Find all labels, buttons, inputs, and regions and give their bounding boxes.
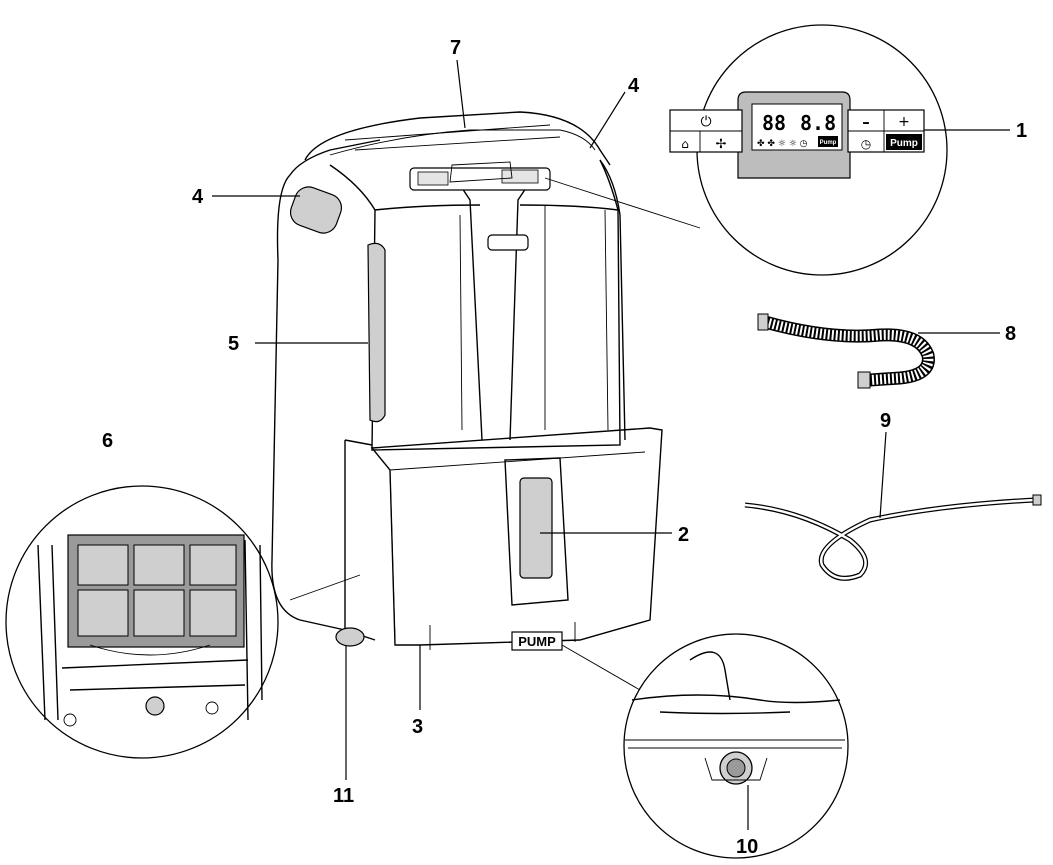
filter-zoom <box>5 485 361 759</box>
callout-7: 7 <box>450 37 461 59</box>
carry-handle-left <box>289 186 343 234</box>
tank-pump-label-box <box>511 631 563 651</box>
callout-11: 11 <box>333 785 354 807</box>
callout-4-left: 4 <box>192 186 204 208</box>
display-pump-tile-label: Pump <box>820 140 837 146</box>
callout-labels: 1 2 3 4 4 5 6 7 8 9 10 11 <box>102 37 1027 858</box>
dehumidifier-body: PUMP <box>271 111 663 651</box>
callout-10: 10 <box>736 836 758 858</box>
drain-hose <box>757 313 935 389</box>
water-level-window <box>367 242 386 423</box>
display-digits-left: 88 <box>762 111 786 135</box>
callout-5: 5 <box>228 333 239 355</box>
callout-2: 2 <box>678 524 689 546</box>
display-pump-tile <box>818 136 838 147</box>
callout-8: 8 <box>1005 323 1016 345</box>
pump-button[interactable] <box>886 134 922 150</box>
tank-pump-label: PUMP <box>518 634 556 649</box>
callout-3: 3 <box>412 716 423 738</box>
caster-wheel <box>335 627 365 647</box>
pump-outlet-zoom <box>561 633 849 859</box>
display-icons: ✤ ✤ ☼ ☼ ◷ <box>757 139 808 149</box>
power-button-icon[interactable]: ⏻ <box>700 114 711 130</box>
control-panel-zoom: 88 8.8 ✤ ✤ ☼ ☼ ◷ Pump ⏻ ⌂ ✢ – + ◷ Pump <box>544 24 948 276</box>
callout-9: 9 <box>880 410 891 432</box>
pump-drain-tube <box>744 494 1042 581</box>
leader-lines <box>212 59 1010 830</box>
pump-button-label: Pump <box>890 138 918 149</box>
display-digits-right: 8.8 <box>800 111 836 135</box>
fan-button-icon[interactable]: ✢ <box>716 137 727 152</box>
filter-zoom-drain-fitting <box>145 696 165 716</box>
timer-button-icon[interactable]: ◷ <box>861 137 872 151</box>
tank-level-window <box>519 477 553 579</box>
callout-1: 1 <box>1016 120 1027 142</box>
water-tank <box>370 427 663 646</box>
plus-button[interactable]: + <box>898 114 910 130</box>
brand-logo <box>487 234 529 251</box>
mode-house-button-icon[interactable]: ⌂ <box>681 137 689 151</box>
minus-button[interactable]: – <box>862 113 870 131</box>
callout-4-top: 4 <box>628 75 640 97</box>
callout-6: 6 <box>102 430 113 452</box>
